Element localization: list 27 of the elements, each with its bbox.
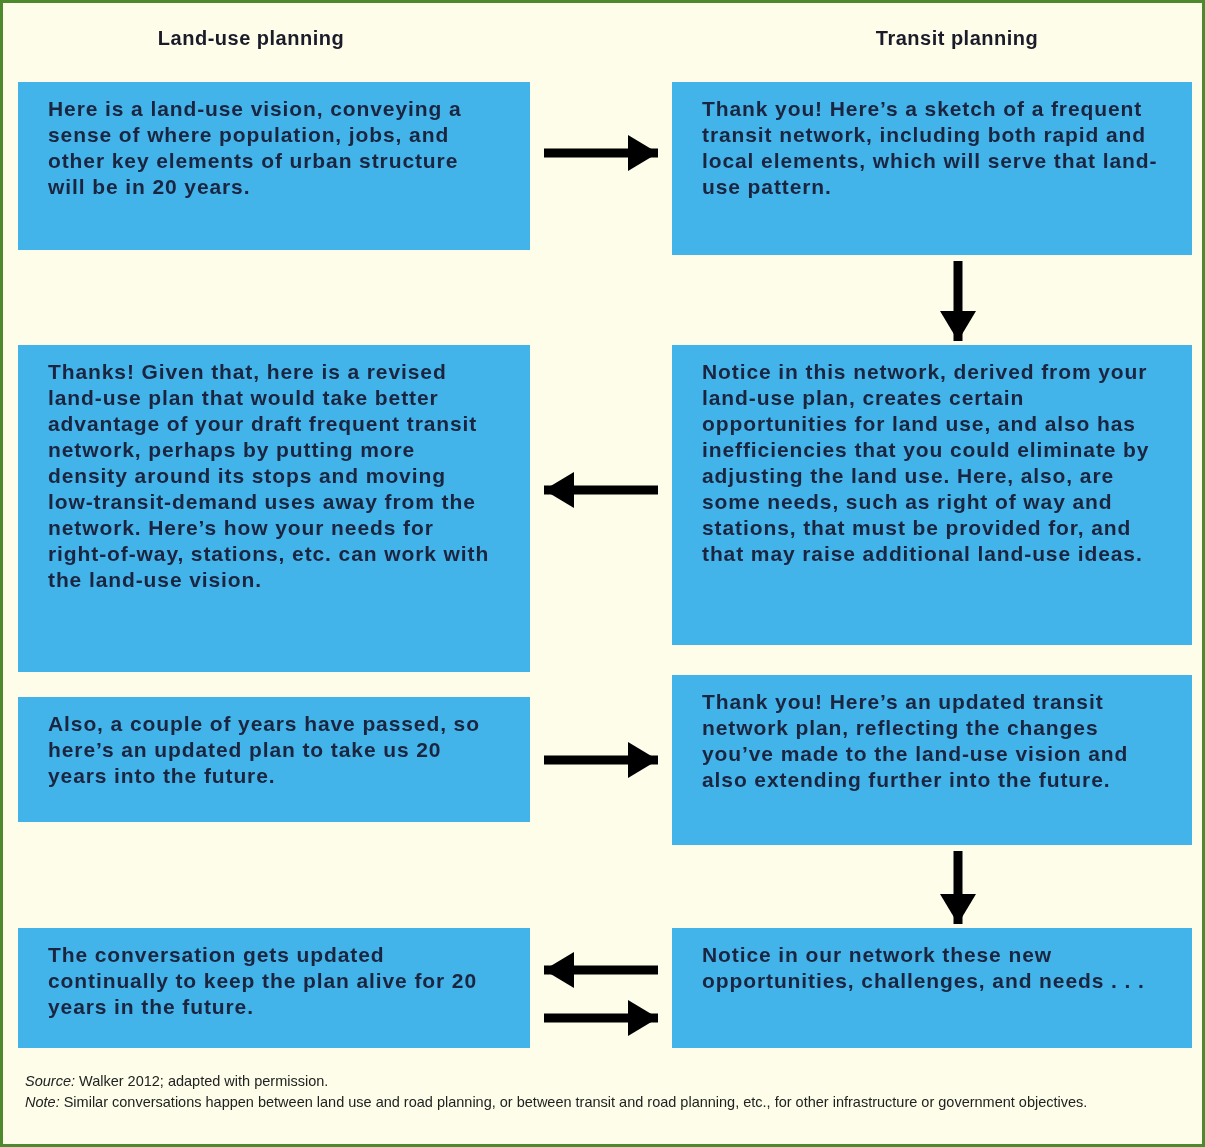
message-box — [672, 345, 1192, 645]
arrow — [940, 261, 976, 341]
arrow — [544, 135, 658, 171]
arrow — [544, 1000, 658, 1036]
message-box — [672, 675, 1192, 845]
message-box — [18, 928, 530, 1048]
message-box — [18, 697, 530, 822]
message-text: Also, a couple of years have passed, so here’s an updated plan to take us 20 years into the future. — [48, 711, 481, 789]
message-text: Notice in our network these new opportunities, challenges, and needs . . . — [702, 942, 1146, 994]
message-text: The conversation gets updated continually to keep the plan alive for 20 years in the future. — [48, 942, 478, 1020]
message-text: Thank you! Here’s a sketch of a frequent transit network, including both rapid and local elements, which will serve that land-use pattern. — [702, 96, 1158, 200]
message-box — [18, 82, 530, 250]
column-heading: Transit planning — [874, 27, 1040, 50]
message-box — [672, 82, 1192, 255]
note-text: Note: Similar conversations happen between land use and road planning, or between transit and road planning, etc., for other infrastructure or government objectives. — [25, 1093, 1089, 1112]
column-heading: Land-use planning — [156, 27, 346, 50]
message-box — [672, 928, 1192, 1048]
message-text: Thanks! Given that, here is a revised land-use plan that would take better advantage of your draft frequent transit network, perhaps by putting more density around its stops and moving low-transit-demand uses away from the network. Here’s how your needs for right-of-way, stations, etc. can work with the land-use vision. — [48, 359, 491, 593]
message-text: Thank you! Here’s an updated transit network plan, reflecting the changes you’ve made to the land-use vision and also extending further into the future. — [702, 689, 1130, 793]
message-text: Here is a land-use vision, conveying a sense of where population, jobs, and other key elements of urban structure will be in 20 years. — [48, 96, 463, 200]
arrow — [544, 952, 658, 988]
arrow — [544, 742, 658, 778]
source-text: Source: Walker 2012; adapted with permission. — [25, 1072, 330, 1091]
message-box — [18, 345, 530, 672]
message-text: Notice in this network, derived from your land-use plan, creates certain opportunities for land use, and also has inefficiencies that you could eliminate by adjusting the land use. Here, also, are some needs, such as right of way and stations, that must be provided for, and that may raise additional land-use ideas. — [702, 359, 1151, 567]
arrow — [940, 851, 976, 924]
arrow — [544, 472, 658, 508]
